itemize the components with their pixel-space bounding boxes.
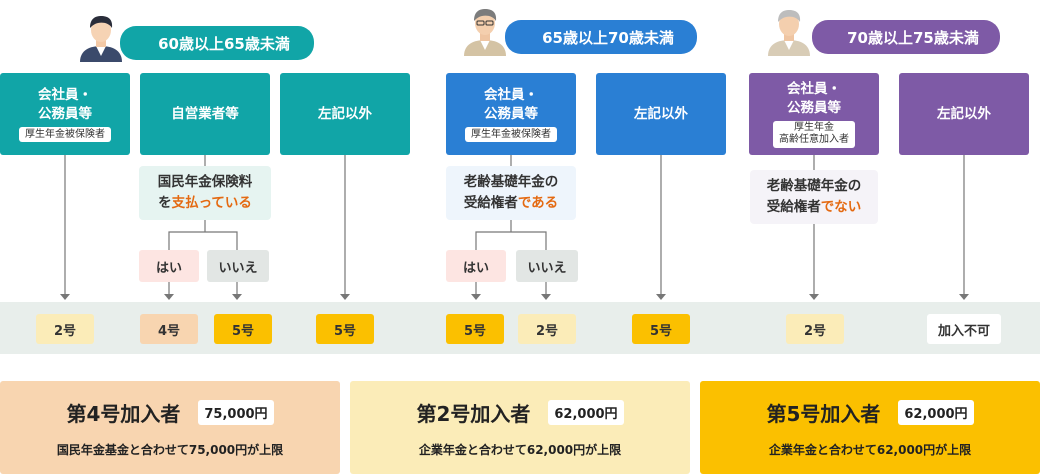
age-pill-label: 70歳以上75歳未満 [847, 28, 979, 47]
g2-employee-box: 会社員・ 公務員等 厚生年金被保険者 [446, 73, 576, 155]
result-label: 5号 [333, 323, 357, 339]
g3-employee-line2: 公務員等 [787, 99, 841, 116]
young-man-avatar-icon [80, 16, 122, 62]
card-title-row: 第2号加入者 62,000円 [350, 398, 690, 427]
g1-other-label: 左記以外 [318, 105, 372, 122]
card-description: 企業年金と合わせて62,000円が上限 [418, 443, 622, 457]
answer-yes-label: はい [462, 260, 489, 276]
g3-employee-sub1: 厚生年金 [794, 121, 834, 133]
card-title: 第2号加入者 [416, 402, 531, 426]
card-amount: 62,000円 [548, 400, 624, 425]
result-badge: 2号 [518, 314, 576, 344]
result-label: 5号 [231, 323, 255, 339]
result-label: 4号 [157, 323, 181, 339]
question-line2-highlight: 支払っている [171, 195, 252, 211]
g2-employee-sub: 厚生年金被保険者 [465, 126, 557, 142]
question-line2: 受給権者である [464, 193, 558, 214]
result-badge: 2号 [36, 314, 94, 344]
question-not-pension-holder: 老齢基礎年金の 受給権者でない [750, 170, 878, 224]
result-label: 2号 [53, 323, 77, 339]
g3-employee-sub: 厚生年金 高齢任意加入者 [773, 120, 855, 148]
g1-employee-box: 会社員・ 公務員等 厚生年金被保険者 [0, 73, 130, 155]
question-line2-highlight: でない [820, 199, 862, 215]
answer-yes-label: はい [155, 260, 182, 276]
question-line2-pre: を [158, 195, 172, 211]
age-pill-label: 65歳以上70歳未満 [542, 28, 674, 47]
result-badge: 5号 [632, 314, 690, 344]
question-line2: を支払っている [158, 193, 252, 214]
g1-other-box: 左記以外 [280, 73, 410, 155]
g3-other-box: 左記以外 [899, 73, 1029, 155]
question-line1: 老齢基礎年金の [766, 178, 862, 195]
senior-man-avatar-icon [768, 10, 810, 56]
result-badge: 2号 [786, 314, 844, 344]
age-pill-60-65: 60歳以上65歳未満 [120, 26, 314, 60]
answer-no: いいえ [207, 250, 269, 282]
question-line1: 老齢基礎年金の [463, 174, 559, 191]
result-badge: 5号 [316, 314, 374, 344]
question-line1: 国民年金保険料 [157, 174, 253, 191]
result-label: 2号 [535, 323, 559, 339]
g1-self-employed-box: 自営業者等 [140, 73, 270, 155]
question-line2: 受給権者でない [767, 197, 862, 218]
card-amount: 75,000円 [198, 400, 274, 425]
answer-yes: はい [139, 250, 199, 282]
question-pension-payment: 国民年金保険料 を支払っている [139, 166, 271, 220]
g1-employee-line1: 会社員・ [38, 87, 92, 104]
result-badge: 5号 [446, 314, 504, 344]
question-line2-highlight: である [517, 195, 559, 211]
card-title: 第5号加入者 [766, 402, 881, 426]
summary-card-type2: 第2号加入者 62,000円 企業年金と合わせて62,000円が上限 [350, 381, 690, 474]
result-label: 加入不可 [937, 323, 990, 339]
result-badge: 加入不可 [927, 314, 1001, 344]
age-pill-label: 60歳以上65歳未満 [158, 34, 290, 53]
middle-aged-man-avatar-icon [464, 9, 506, 56]
g3-employee-line1: 会社員・ [787, 81, 841, 98]
card-amount: 62,000円 [898, 400, 974, 425]
result-label: 2号 [803, 323, 827, 339]
answer-no-label: いいえ [527, 260, 567, 276]
g3-other-label: 左記以外 [937, 105, 991, 122]
question-line2-pre: 受給権者 [766, 199, 821, 215]
result-badge: 5号 [214, 314, 272, 344]
result-label: 5号 [463, 323, 487, 339]
g1-self-label: 自営業者等 [171, 105, 239, 122]
g3-employee-box: 会社員・ 公務員等 厚生年金 高齢任意加入者 [749, 73, 879, 155]
question-pension-holder: 老齢基礎年金の 受給権者である [446, 166, 576, 220]
g3-employee-sub2: 高齢任意加入者 [779, 134, 849, 146]
g1-employee-sub: 厚生年金被保険者 [19, 126, 111, 142]
age-pill-70-75: 70歳以上75歳未満 [812, 20, 1000, 54]
g2-employee-line2: 公務員等 [484, 105, 538, 122]
answer-no: いいえ [516, 250, 578, 282]
summary-card-type5: 第5号加入者 62,000円 企業年金と合わせて62,000円が上限 [700, 381, 1040, 474]
question-line2-pre: 受給権者 [463, 195, 518, 211]
answer-yes: はい [446, 250, 506, 282]
result-label: 5号 [649, 323, 673, 339]
g2-employee-line1: 会社員・ [484, 87, 538, 104]
g2-other-label: 左記以外 [634, 105, 688, 122]
g1-employee-line2: 公務員等 [38, 105, 92, 122]
card-title-row: 第4号加入者 75,000円 [0, 398, 340, 427]
card-title: 第4号加入者 [66, 402, 181, 426]
card-title-row: 第5号加入者 62,000円 [700, 398, 1040, 427]
age-pill-65-70: 65歳以上70歳未満 [505, 20, 697, 54]
g2-other-box: 左記以外 [596, 73, 726, 155]
card-description: 企業年金と合わせて62,000円が上限 [768, 443, 972, 457]
result-badge: 4号 [140, 314, 198, 344]
card-description: 国民年金基金と合わせて75,000円が上限 [56, 443, 284, 457]
answer-no-label: いいえ [218, 260, 258, 276]
summary-card-type4: 第4号加入者 75,000円 国民年金基金と合わせて75,000円が上限 [0, 381, 340, 474]
